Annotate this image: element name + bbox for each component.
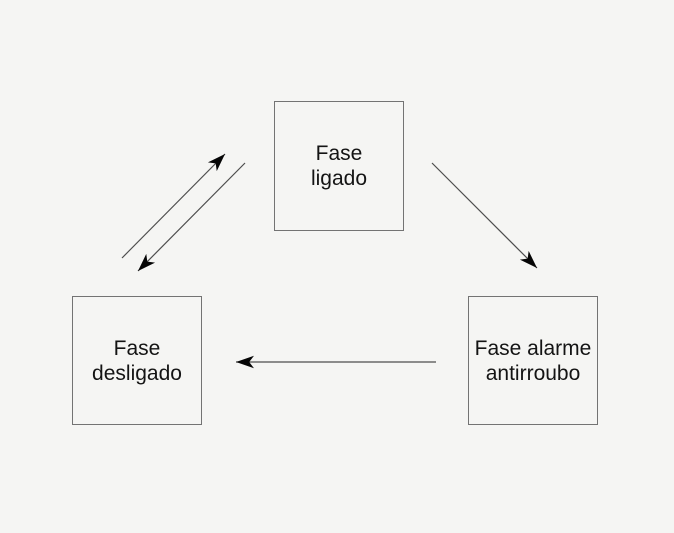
edge-ligado-to-alarme xyxy=(431,162,538,269)
state-label-line: antirroubo xyxy=(485,361,581,385)
state-node-fase-alarme-antirroubo: Fase alarme antirroubo xyxy=(468,296,598,425)
state-label-line: Fase xyxy=(113,336,161,360)
edge-ligado-to-desligado xyxy=(137,162,246,272)
state-node-fase-ligado: Fase ligado xyxy=(274,101,404,231)
state-label-line: ligado xyxy=(310,167,368,190)
edge-desligado-to-ligado xyxy=(121,153,226,259)
state-label-line: Fase alarme xyxy=(474,336,592,360)
state-label-line: Fase xyxy=(315,142,363,165)
state-node-fase-desligado: Fase desligado xyxy=(72,296,202,425)
state-label-line: desligado xyxy=(92,361,182,385)
